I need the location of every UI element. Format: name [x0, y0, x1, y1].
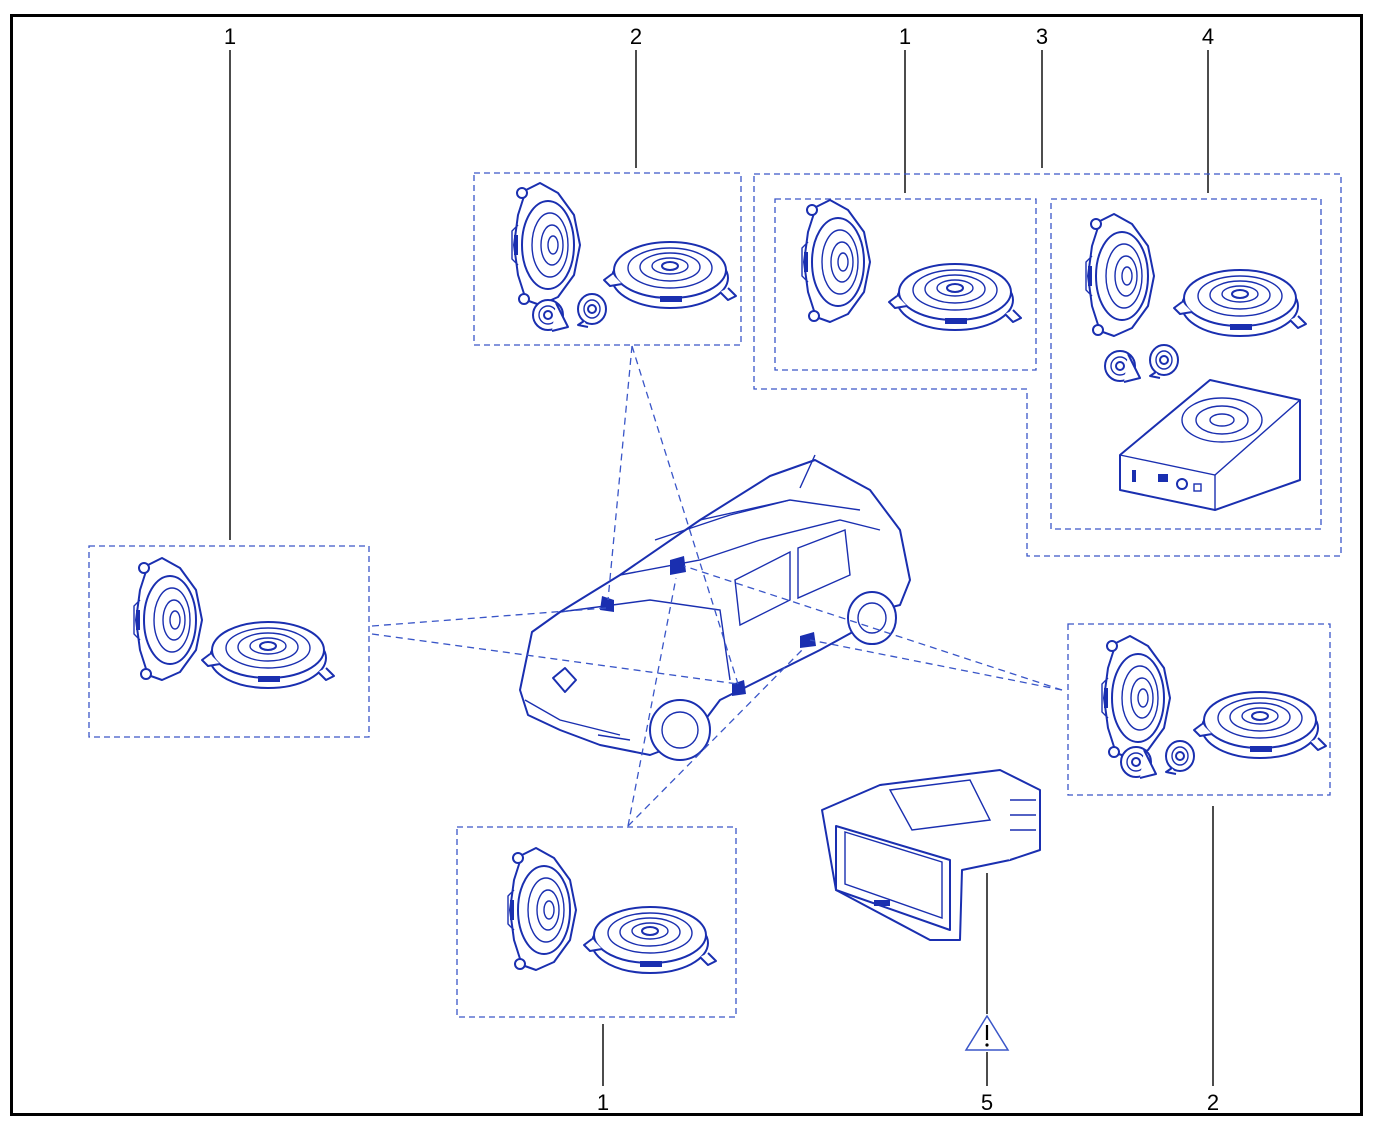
box-left-speakers	[88, 545, 370, 738]
box-top-tweeter-set	[473, 172, 742, 346]
right-speaker-tweeter-set	[1101, 635, 1327, 779]
callout-1-bottom: 1	[597, 1090, 609, 1115]
box-group-3	[753, 173, 1342, 557]
callout-2-bottom: 2	[1207, 1090, 1219, 1115]
callout-1-top: 1	[899, 24, 911, 49]
warning-triangle-icon	[964, 1014, 1010, 1051]
callout-1-left: 1	[224, 24, 236, 49]
premium-set-with-subwoofer	[1085, 213, 1307, 511]
top-speaker-pair	[801, 199, 1022, 331]
box-right-tweeter-set	[1067, 623, 1331, 796]
callout-5: 5	[981, 1090, 993, 1115]
left-speaker-pair	[133, 557, 335, 689]
location-pointers	[371, 345, 1063, 827]
multimedia-unit-icon	[821, 769, 1041, 941]
diagram-frame	[10, 14, 1363, 1116]
callout-3: 3	[1036, 24, 1048, 49]
box-group-4	[1050, 198, 1322, 530]
box-bottom-speakers	[456, 826, 737, 1018]
bottom-speaker-pair	[507, 847, 717, 974]
subwoofer-icon	[1119, 379, 1301, 511]
callout-2-top: 2	[630, 24, 642, 49]
car-illustration	[519, 454, 911, 761]
top-speaker-tweeter-set	[511, 182, 737, 332]
box-top-speakers	[774, 198, 1037, 371]
callout-4: 4	[1202, 24, 1214, 49]
